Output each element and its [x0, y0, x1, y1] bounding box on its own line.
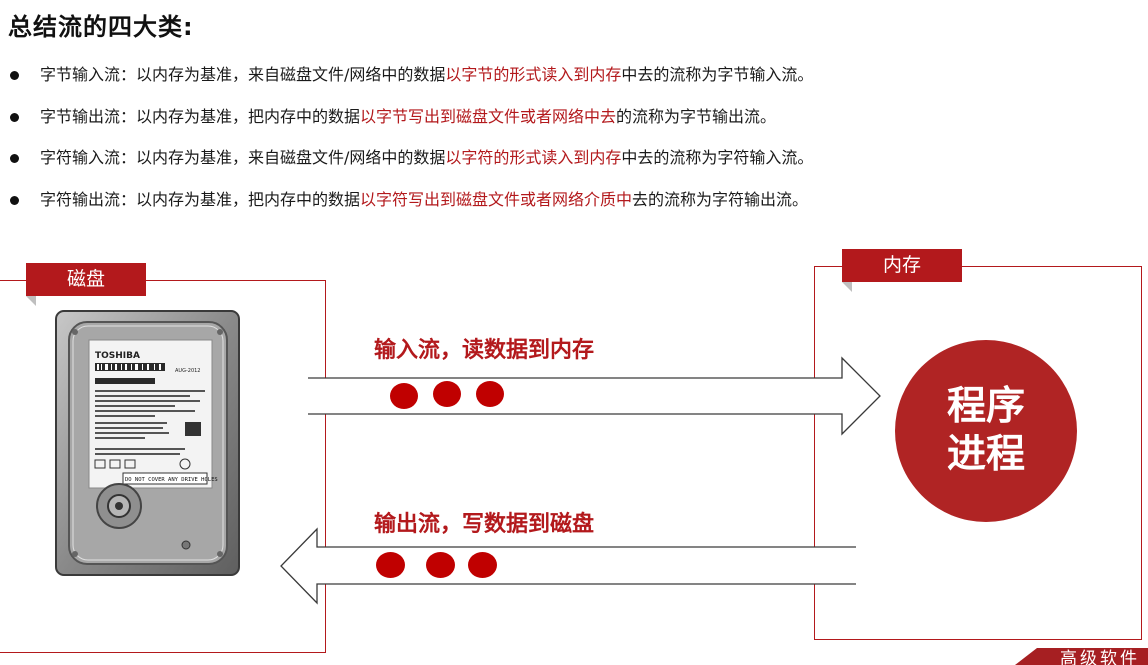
input-flow-dot	[433, 381, 461, 407]
disk-label: 磁盘	[26, 263, 146, 296]
input-flow-dot	[390, 383, 418, 409]
bullet-highlight: 以字符的形式读入到内存	[445, 148, 621, 167]
bullet-text-end: 中去的流称为字节输入流。	[621, 65, 813, 84]
bullet-dot-icon	[10, 154, 19, 163]
bullet-text-end: 的流称为字节输出流。	[616, 107, 776, 126]
bullet-text: 字符输出流：以内存为基准，把内存中的数据	[40, 190, 360, 209]
output-flow-dot	[426, 552, 455, 578]
output-flow-dot	[376, 552, 405, 578]
memory-label-fold	[842, 282, 852, 292]
bullet-text-end: 中去的流称为字符输入流。	[621, 148, 813, 167]
bullet-dot-icon	[10, 71, 19, 80]
bullet-highlight: 以字节写出到磁盘文件或者网络中去	[360, 107, 616, 126]
page-title: 总结流的四大类:	[8, 7, 194, 42]
hdd-date-text: AUG-2012	[175, 368, 200, 374]
hard-disk-drive-image: TOSHIBA AUG-2012 DO NOT COVER ANY DRIVE …	[55, 310, 240, 576]
bullet-dot-icon	[10, 196, 19, 205]
bullet-text: 字符输入流：以内存为基准，来自磁盘文件/网络中的数据	[40, 148, 445, 167]
footer-text: 高级软件	[1060, 648, 1140, 665]
bullet-highlight: 以字符写出到磁盘文件或者网络介质中	[360, 190, 632, 209]
process-circle: 程序 进程	[895, 340, 1077, 522]
disk-label-fold	[26, 296, 36, 306]
hdd-brand-text: TOSHIBA	[95, 351, 140, 361]
bullet-text: 字节输出流：以内存为基准，把内存中的数据	[40, 107, 360, 126]
bullet-text-end: 去的流称为字符输出流。	[632, 190, 808, 209]
bullet-dot-icon	[10, 113, 19, 122]
memory-label: 内存	[842, 249, 962, 282]
bullet-highlight: 以字节的形式读入到内存	[445, 65, 621, 84]
process-line1: 程序	[947, 383, 1025, 431]
output-flow-arrow	[275, 525, 865, 610]
input-flow-arrow	[300, 350, 890, 440]
process-line2: 进程	[947, 431, 1025, 479]
output-flow-dot	[468, 552, 497, 578]
hdd-warning-text: DO NOT COVER ANY DRIVE HOLES	[125, 477, 218, 483]
bullet-text: 字节输入流：以内存为基准，来自磁盘文件/网络中的数据	[40, 65, 445, 84]
input-flow-dot	[476, 381, 504, 407]
